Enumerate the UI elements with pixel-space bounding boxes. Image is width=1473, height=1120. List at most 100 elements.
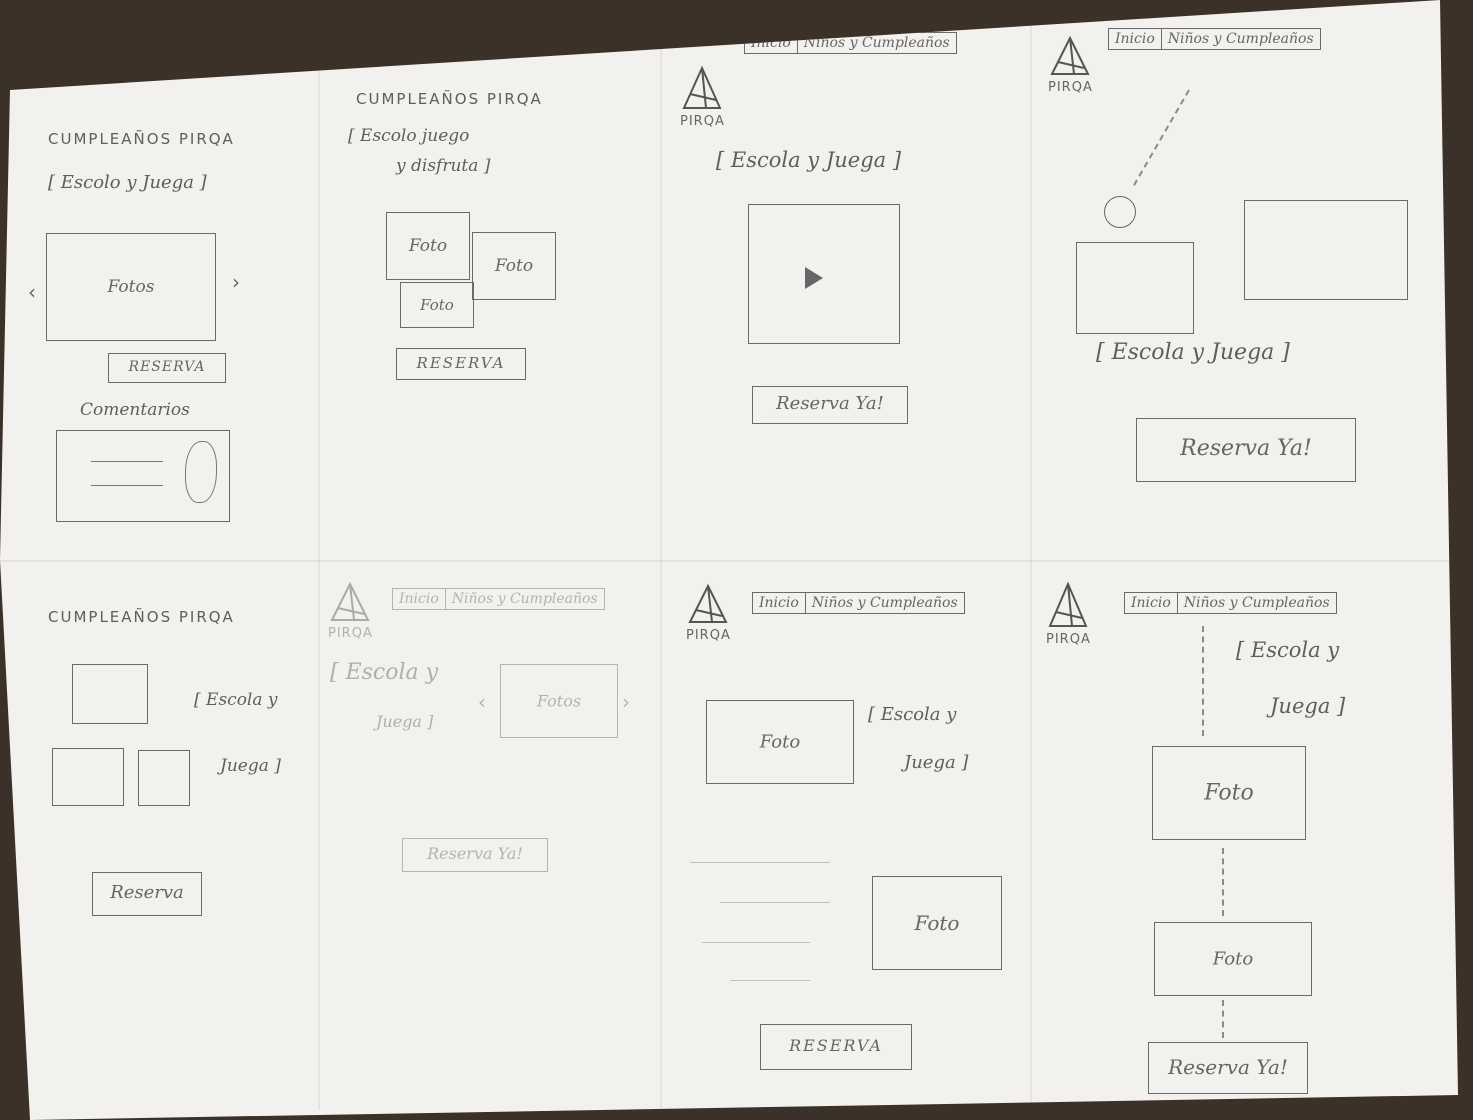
- page-title: CUMPLEAÑOS PIRQA: [356, 90, 543, 108]
- brand-name: PIRQA: [1048, 80, 1093, 95]
- photo-label: Fotos: [536, 691, 582, 711]
- nav-inicio[interactable]: Inicio: [1125, 593, 1178, 613]
- tagline: [ Escola y Juega ]: [1096, 340, 1290, 365]
- page-title: CUMPLEAÑOS PIRQA: [48, 608, 235, 626]
- pirqa-logo: PIRQA: [1048, 34, 1092, 95]
- chevron-right-icon[interactable]: ›: [232, 270, 240, 294]
- reserve-button[interactable]: Reserva Ya!: [752, 386, 908, 424]
- pirqa-logo: PIRQA: [686, 582, 730, 643]
- pirqa-logo: PIRQA: [328, 580, 372, 641]
- reserve-button[interactable]: RESERVA: [760, 1024, 912, 1070]
- photo-2: Foto: [872, 876, 1002, 970]
- chevron-right-icon[interactable]: ›: [622, 690, 630, 714]
- logo-triangle-icon: [330, 581, 370, 621]
- brand-name: PIRQA: [1046, 632, 1091, 647]
- main-nav: Inicio Niños y Cumpleaños: [1108, 28, 1321, 50]
- reserve-button[interactable]: RESERVA: [396, 348, 526, 380]
- logo-triangle-icon: [688, 583, 728, 623]
- text-line: [91, 461, 163, 462]
- tagline-line-2: Juega ]: [220, 756, 281, 776]
- speech-bubble-icon: [185, 441, 217, 503]
- text-line: [91, 485, 163, 486]
- brand-name: PIRQA: [686, 628, 731, 643]
- reserve-button[interactable]: Reserva Ya!: [1148, 1042, 1308, 1094]
- comments-heading: Comentarios: [80, 400, 190, 420]
- logo-triangle-icon: [1048, 581, 1088, 627]
- nav-inicio[interactable]: Inicio: [745, 33, 798, 53]
- play-icon[interactable]: [805, 267, 823, 289]
- photo-3: Foto: [400, 282, 474, 328]
- photo-1: Foto: [706, 700, 854, 784]
- photo-1: [1076, 242, 1194, 334]
- pirqa-logo: PIRQA: [680, 64, 724, 129]
- reserve-button[interactable]: RESERVA: [108, 353, 226, 383]
- photo-label: Foto: [408, 236, 448, 256]
- connector-line: [1133, 89, 1190, 186]
- photo-1: Foto: [1152, 746, 1306, 840]
- text-line: [702, 942, 810, 943]
- nav-inicio[interactable]: Inicio: [393, 589, 446, 609]
- nav-ninos-cumpleanos[interactable]: Niños y Cumpleaños: [451, 591, 598, 607]
- tagline-line-1: [ Escola y: [330, 660, 439, 685]
- tagline-line-1: [ Escola y: [1236, 638, 1340, 662]
- main-nav: Inicio Niños y Cumpleaños: [1124, 592, 1337, 614]
- tagline-line-1: [ Escolo juego: [348, 126, 470, 146]
- tagline: [ Escolo y Juega ]: [48, 172, 207, 193]
- comment-card: [56, 430, 230, 522]
- photo-label: Foto: [914, 911, 960, 935]
- reserve-button[interactable]: Reserva: [92, 872, 202, 916]
- pirqa-logo: PIRQA: [1046, 580, 1090, 647]
- tagline: [ Escola y Juega ]: [716, 148, 902, 172]
- text-line: [690, 862, 830, 873]
- photo-label: Foto: [420, 296, 454, 314]
- photo-carousel: Fotos: [500, 664, 618, 738]
- chevron-left-icon[interactable]: ‹: [28, 280, 36, 304]
- nav-ninos-cumpleanos[interactable]: Niños y Cumpleaños: [1183, 595, 1330, 611]
- brand-name: PIRQA: [328, 626, 373, 641]
- main-nav: Inicio Niños y Cumpleaños: [752, 592, 965, 614]
- photo-label: Foto: [1212, 948, 1254, 970]
- reserve-button[interactable]: Reserva Ya!: [402, 838, 548, 872]
- main-nav: Inicio Niños y Cumpleaños: [744, 32, 957, 54]
- photo-label: Foto: [1204, 780, 1254, 806]
- text-line: [730, 980, 810, 981]
- nav-ninos-cumpleanos[interactable]: Niños y Cumpleaños: [811, 595, 958, 611]
- scroll-guide-line: [1202, 626, 1204, 736]
- logo-triangle-icon: [682, 65, 722, 109]
- fold-line: [318, 60, 320, 1110]
- main-nav: Inicio Niños y Cumpleaños: [392, 588, 605, 610]
- photo-2: [1244, 200, 1408, 300]
- photo-carousel: Fotos: [46, 233, 216, 341]
- scroll-guide-line: [1222, 848, 1224, 916]
- photo-label: Foto: [494, 256, 534, 276]
- video-player[interactable]: [748, 204, 900, 344]
- tagline-line-2: Juega ]: [904, 752, 969, 773]
- photo-1: Foto: [386, 212, 470, 280]
- nav-ninos-cumpleanos[interactable]: Niños y Cumpleaños: [803, 35, 950, 51]
- photo-3: [138, 750, 190, 806]
- photo-1: [72, 664, 148, 724]
- tagline-line-2: y disfruta ]: [396, 156, 491, 176]
- text-line: [720, 902, 830, 903]
- nav-ninos-cumpleanos[interactable]: Niños y Cumpleaños: [1167, 31, 1314, 47]
- tagline-line-1: [ Escola y: [194, 690, 278, 710]
- page-title: CUMPLEAÑOS PIRQA: [48, 130, 235, 148]
- tagline-line-2: Juega ]: [1270, 694, 1346, 718]
- chevron-left-icon[interactable]: ‹: [478, 690, 486, 714]
- fold-line: [660, 40, 662, 1110]
- nav-inicio[interactable]: Inicio: [753, 593, 806, 613]
- photo-2: [52, 748, 124, 806]
- tagline-line-1: [ Escola y: [868, 704, 957, 725]
- scroll-guide-line: [1222, 1000, 1224, 1038]
- circle-marker-icon: [1104, 196, 1136, 228]
- brand-name: PIRQA: [680, 114, 725, 129]
- photo-2: Foto: [472, 232, 556, 300]
- nav-inicio[interactable]: Inicio: [1109, 29, 1162, 49]
- fold-line: [1030, 20, 1032, 1110]
- photo-label: Fotos: [107, 277, 155, 297]
- tagline-line-2: Juega ]: [376, 712, 434, 731]
- fold-line: [0, 560, 1458, 562]
- reserve-button[interactable]: Reserva Ya!: [1136, 418, 1356, 482]
- logo-triangle-icon: [1050, 35, 1090, 75]
